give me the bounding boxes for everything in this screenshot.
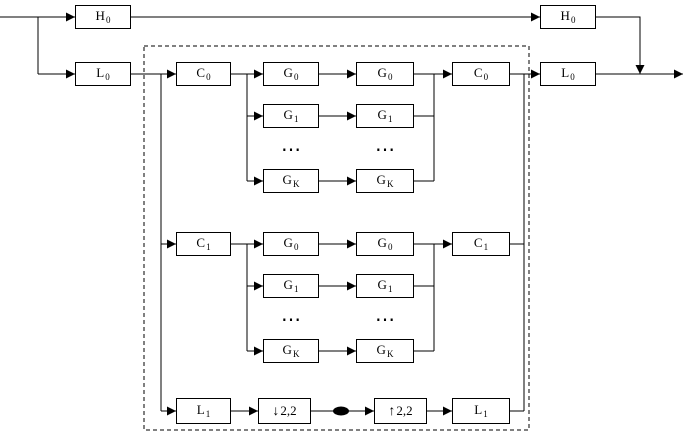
node-g0-row2-col2: G0 (356, 232, 414, 256)
node-label: G0 (283, 64, 299, 83)
ellipsis-dots: ⋯ (375, 139, 395, 161)
node-label: L0 (96, 64, 110, 83)
node-g0-row2-col1: G0 (263, 232, 319, 256)
node-label: GK (376, 341, 394, 360)
node-label: H0 (560, 7, 576, 26)
node-label: ↑2,2 (388, 402, 413, 419)
node-upsampler: ↑2,2 (374, 398, 427, 424)
node-c1-out: C1 (452, 232, 510, 256)
node-label: G0 (283, 234, 299, 253)
node-label: H0 (95, 7, 111, 26)
node-label: L0 (561, 64, 575, 83)
node-c1-in: C1 (176, 232, 231, 256)
node-c0-in: C0 (176, 62, 231, 86)
node-l1-analysis: L1 (176, 398, 231, 424)
highpass-path-wires (131, 12, 683, 79)
node-l0-synthesis: L0 (540, 62, 596, 86)
dashed-enclosure (143, 45, 530, 431)
input-wires (0, 12, 75, 79)
node-label: G0 (377, 64, 393, 83)
ellipsis-dots: ⋯ (375, 309, 395, 331)
node-l1-synthesis: L1 (452, 398, 510, 424)
node-gk-row1-col1: GK (263, 169, 319, 193)
node-label: GK (376, 171, 394, 190)
ellipsis-dots: ⋯ (281, 139, 301, 161)
node-c0-out: C0 (452, 62, 510, 86)
node-label: C0 (473, 64, 489, 83)
node-downsampler: ↓2,2 (258, 398, 311, 424)
node-label: C1 (473, 234, 489, 253)
node-h0-analysis: H0 (75, 5, 131, 29)
node-label: ↓2,2 (272, 402, 297, 419)
node-g0-row1-col1: G0 (263, 62, 319, 86)
row2-wires (160, 74, 524, 411)
node-label: G1 (283, 276, 299, 295)
node-gk-row2-col1: GK (263, 339, 319, 363)
node-gk-row2-col2: GK (356, 339, 414, 363)
node-l0-analysis: L0 (75, 62, 131, 86)
node-label: C0 (196, 64, 211, 83)
node-label: G1 (377, 276, 393, 295)
node-label: G0 (377, 234, 393, 253)
node-gk-row1-col2: GK (356, 169, 414, 193)
up-arrow-icon: ↑ (388, 403, 396, 419)
node-g1-row2-col1: G1 (263, 274, 319, 298)
node-label: G1 (283, 106, 299, 125)
node-label: C1 (196, 234, 211, 253)
node-label: GK (282, 341, 300, 360)
node-g1-row1-col2: G1 (356, 104, 414, 128)
node-label: L1 (474, 401, 488, 420)
node-label: G1 (377, 106, 393, 125)
node-label: GK (282, 171, 300, 190)
down-arrow-icon: ↓ (272, 403, 280, 419)
node-g1-row2-col2: G1 (356, 274, 414, 298)
node-label: L1 (196, 401, 211, 420)
node-g1-row1-col1: G1 (263, 104, 319, 128)
node-h0-synthesis: H0 (540, 5, 596, 29)
junction-ellipse (333, 406, 349, 416)
ellipsis-dots: ⋯ (281, 309, 301, 331)
node-g0-row1-col2: G0 (356, 62, 414, 86)
row1-wires (131, 69, 540, 186)
